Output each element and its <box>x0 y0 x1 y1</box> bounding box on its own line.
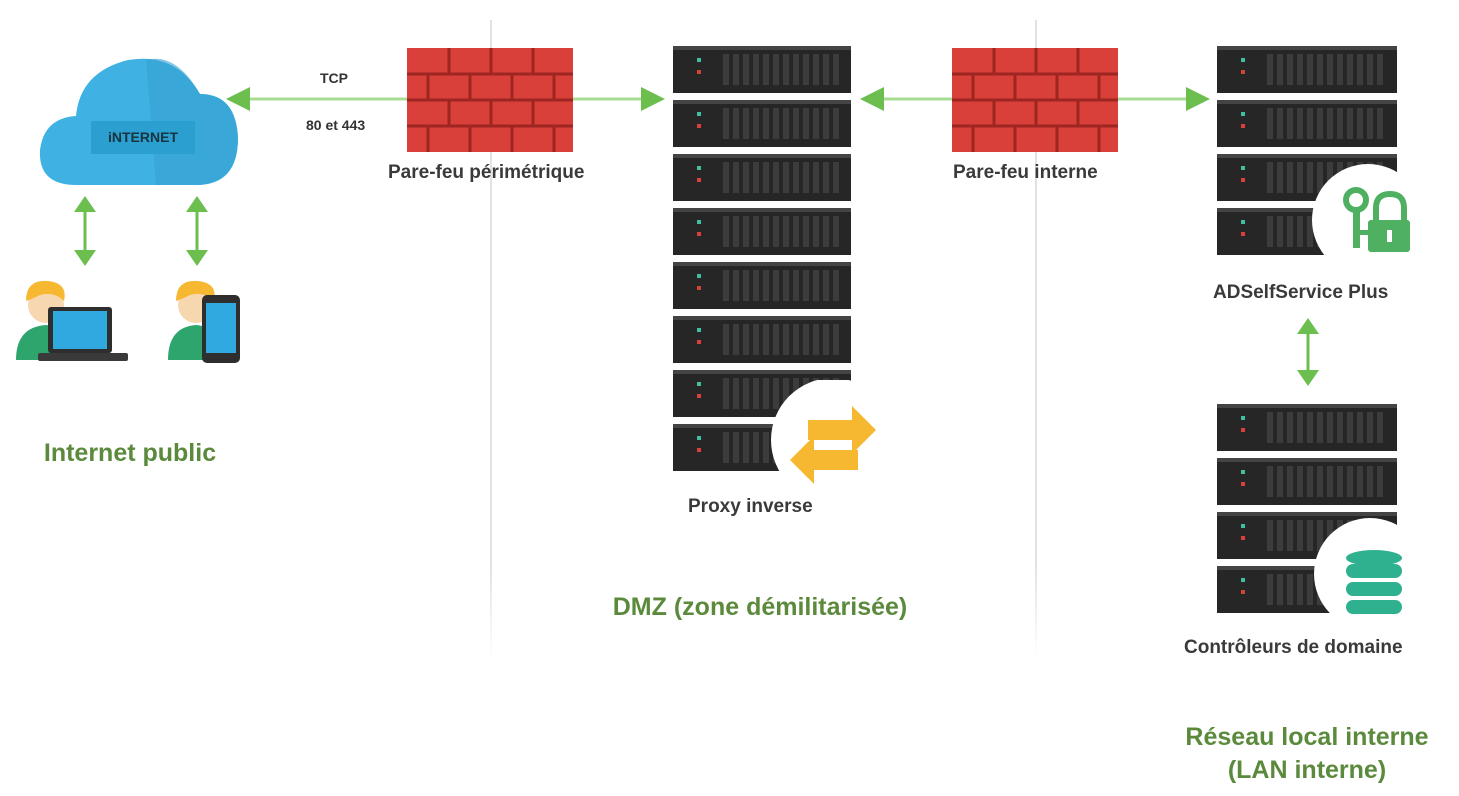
zone-title-lan: Réseau local interne (LAN interne) <box>1160 721 1454 787</box>
firewall-icon <box>407 48 573 152</box>
zone-title-lan-line2: (LAN interne) <box>1227 756 1387 784</box>
right-arrow-icon <box>1118 87 1210 111</box>
perimeter-firewall-label: Pare-feu périmétrique <box>388 162 585 183</box>
double-arrow-icon <box>74 196 96 266</box>
double-arrow-icon <box>186 196 208 266</box>
zone-divider-left <box>490 20 492 660</box>
zone-title-lan-line1: Réseau local interne <box>1185 723 1429 751</box>
internal-firewall-label: Pare-feu interne <box>953 162 1098 183</box>
left-arrow-icon <box>860 87 952 111</box>
firewall-icon <box>952 48 1118 152</box>
domain-controllers-label: Contrôleurs de domaine <box>1184 637 1403 658</box>
zone-title-internet: Internet public <box>43 439 217 467</box>
database-icon <box>1314 518 1422 626</box>
internet-cloud-label: iNTERNET <box>108 129 178 145</box>
server-rack-icon <box>673 46 851 476</box>
adselfservice-label: ADSelfService Plus <box>1213 282 1389 303</box>
right-arrow-icon <box>573 87 665 111</box>
ports-label: 80 et 443 <box>306 117 366 133</box>
proxy-label: Proxy inverse <box>688 496 813 517</box>
zone-title-dmz: DMZ (zone démilitarisée) <box>612 593 908 621</box>
zone-divider-right <box>1035 20 1037 660</box>
double-arrow-icon <box>1297 318 1319 386</box>
key-lock-icon <box>1312 164 1418 270</box>
protocol-label: TCP <box>320 70 348 86</box>
laptop-user-icon <box>16 280 128 361</box>
mobile-user-icon <box>168 280 240 363</box>
left-arrow-icon <box>226 87 416 111</box>
cloud-icon <box>39 58 239 185</box>
internet-label-box <box>91 121 195 154</box>
sync-arrows-icon <box>771 380 895 490</box>
